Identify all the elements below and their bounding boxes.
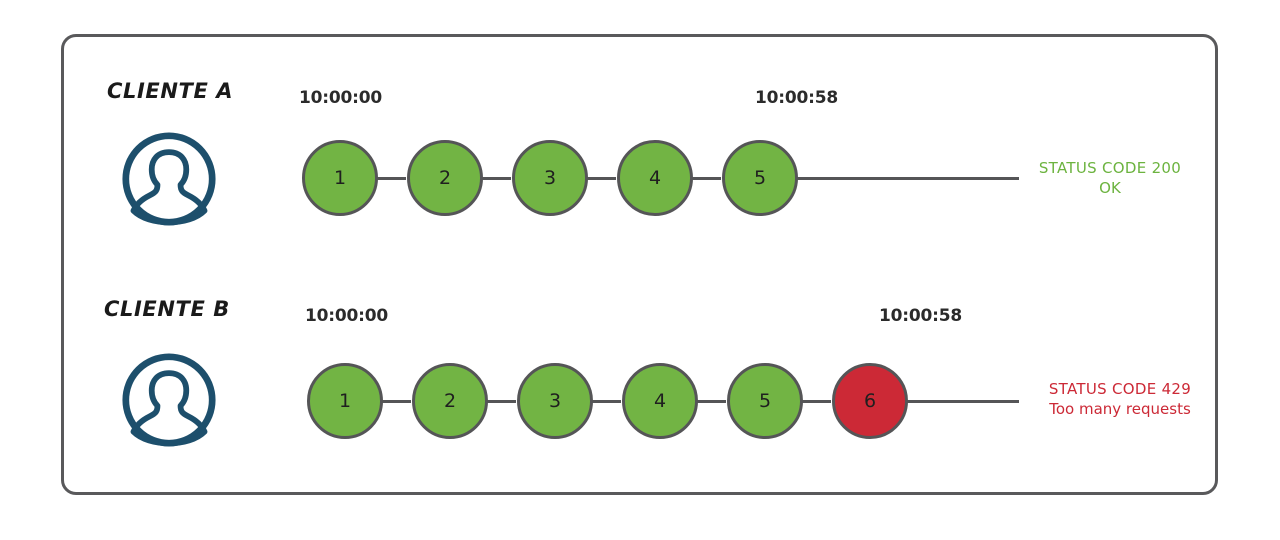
timestamp-start-a: 10:00:00: [299, 88, 382, 108]
chain-connector: [479, 177, 511, 180]
client-label-a: CLIENTE A: [107, 79, 234, 103]
request-node[interactable]: 5: [727, 363, 803, 439]
request-chain-b: 1 2 3 4 5 6: [307, 363, 1022, 443]
chain-connector: [689, 177, 721, 180]
request-node[interactable]: 1: [302, 140, 378, 216]
status-code-a-line1: STATUS CODE 200: [1038, 159, 1182, 177]
request-node[interactable]: 4: [622, 363, 698, 439]
request-node[interactable]: 1: [307, 363, 383, 439]
user-avatar-icon: [122, 132, 216, 226]
timestamp-end-b: 10:00:58: [879, 306, 962, 326]
chain-connector-tail: [794, 177, 1019, 180]
request-node[interactable]: 2: [407, 140, 483, 216]
status-code-b-line1: STATUS CODE 429: [1048, 380, 1192, 398]
chain-connector: [799, 400, 831, 403]
chain-connector: [379, 400, 411, 403]
request-node[interactable]: 3: [517, 363, 593, 439]
chain-connector: [484, 400, 516, 403]
request-node[interactable]: 3: [512, 140, 588, 216]
request-node[interactable]: 4: [617, 140, 693, 216]
request-node[interactable]: 5: [722, 140, 798, 216]
status-code-b-line2: Too many requests: [1049, 400, 1191, 418]
request-node-error[interactable]: 6: [832, 363, 908, 439]
timestamp-start-b: 10:00:00: [305, 306, 388, 326]
user-avatar-icon: [122, 353, 216, 447]
request-node[interactable]: 2: [412, 363, 488, 439]
client-label-b: CLIENTE B: [104, 297, 230, 321]
status-code-b: STATUS CODE 429 Too many requests: [1027, 379, 1213, 419]
status-code-a: STATUS CODE 200 OK: [1027, 158, 1193, 198]
chain-connector: [694, 400, 726, 403]
chain-connector: [374, 177, 406, 180]
request-chain-a: 1 2 3 4 5: [302, 140, 1022, 220]
chain-connector-tail: [904, 400, 1019, 403]
chain-connector: [589, 400, 621, 403]
chain-connector: [584, 177, 616, 180]
timestamp-end-a: 10:00:58: [755, 88, 838, 108]
status-code-a-line2: OK: [1099, 179, 1121, 197]
